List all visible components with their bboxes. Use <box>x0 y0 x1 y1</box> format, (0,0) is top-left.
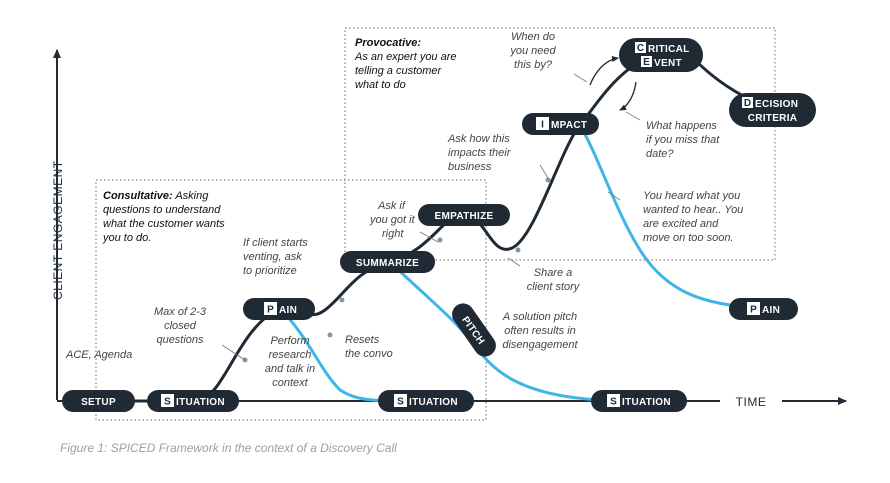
node-criteria-label: CRITERIA <box>748 113 798 124</box>
x-axis-label: TIME <box>736 395 767 409</box>
when-need-line-1: When do <box>511 31 555 43</box>
node-situation-3: S ITUATION <box>591 390 687 412</box>
arrow-from-critical-event <box>619 81 637 111</box>
ace-agenda-note: ACE, Agenda <box>65 349 132 361</box>
too-soon-branch <box>578 124 761 310</box>
node-pain-2-initial: P <box>750 305 757 316</box>
node-critical-event: C RITICAL E VENT <box>619 38 703 72</box>
y-axis-label: CLIENT ENGAGEMENT <box>51 160 65 300</box>
max-questions-line-3: questions <box>156 334 204 346</box>
when-need-line-3: this by? <box>514 59 553 71</box>
node-situation-2: S ITUATION <box>378 390 474 412</box>
consultative-title: Consultative: <box>103 190 173 202</box>
provocative-line-1: As an expert you are <box>354 51 457 63</box>
node-critical-initial: C <box>637 43 644 54</box>
provocative-line-3: what to do <box>355 79 406 91</box>
node-summarize-label: SUMMARIZE <box>356 258 419 269</box>
you-heard-line-2: wanted to hear.. You <box>643 204 743 216</box>
consultative-box <box>95 179 487 421</box>
node-situation-1: S ITUATION <box>147 390 239 412</box>
arrow-to-critical-event <box>589 56 619 86</box>
node-impact: I MPACT <box>522 113 599 135</box>
node-situation-2-rest: ITUATION <box>409 397 458 408</box>
reset-branch <box>278 306 411 403</box>
consultative-line-1: Asking <box>173 190 210 202</box>
max-questions-line-1: Max of 2-3 <box>154 306 207 318</box>
node-situation-1-rest: ITUATION <box>176 397 225 408</box>
provocative-box <box>344 27 776 261</box>
ask-if-right-line-3: right <box>382 228 404 240</box>
node-impact-rest: MPACT <box>551 120 587 131</box>
max-questions-line-2: closed <box>164 320 197 332</box>
node-situation-1-initial: S <box>164 397 171 408</box>
share-story-line-1: Share a <box>534 267 573 279</box>
you-heard-line-3: are excited and <box>643 218 719 230</box>
node-situation-3-initial: S <box>610 397 617 408</box>
perform-research-line-1: Perform <box>270 335 309 347</box>
client-venting-line-3: to prioritize <box>243 265 297 277</box>
node-decision-rest: ECISION <box>755 99 798 110</box>
perform-research-line-4: context <box>272 377 308 389</box>
consultative-line-4: you to do. <box>102 232 151 244</box>
consultative-text: Consultative: Asking <box>103 190 209 202</box>
node-decision-criteria: D ECISION CRITERIA <box>729 93 816 127</box>
node-empathize: EMPATHIZE <box>418 204 510 226</box>
node-impact-initial: I <box>541 120 544 131</box>
perform-research-line-2: research <box>269 349 312 361</box>
what-happens-line-1: What happens <box>646 120 717 132</box>
consultative-line-3: what the customer wants <box>103 218 225 230</box>
resets-line-2: the convo <box>345 348 393 360</box>
ask-if-right-line-2: you got it <box>369 214 416 226</box>
share-story-line-2: client story <box>527 281 581 293</box>
figure-caption: Figure 1: SPICED Framework in the contex… <box>60 441 397 455</box>
resets-line-1: Resets <box>345 334 380 346</box>
ask-if-right-line-1: Ask if <box>377 200 406 212</box>
node-pain-1-initial: P <box>267 305 274 316</box>
node-event-initial: E <box>643 57 650 68</box>
solution-pitch-line-2: often results in <box>504 325 576 337</box>
when-need-line-2: you need <box>509 45 556 57</box>
solution-pitch-line-1: A solution pitch <box>502 311 577 323</box>
consultative-line-2: questions to understand <box>103 204 221 216</box>
node-decision-initial: D <box>744 98 751 109</box>
node-pain-2: P AIN <box>729 298 798 320</box>
node-critical-rest: RITICAL <box>648 44 690 55</box>
node-pain-2-rest: AIN <box>762 305 780 316</box>
what-happens-line-2: if you miss that <box>646 134 720 146</box>
you-heard-line-4: move on too soon. <box>643 232 734 244</box>
client-venting-line-2: venting, ask <box>243 251 302 263</box>
solution-pitch-line-3: disengagement <box>502 339 578 351</box>
client-venting-line-1: If client starts <box>243 237 308 249</box>
node-empathize-label: EMPATHIZE <box>435 211 494 222</box>
provocative-line-2: telling a customer <box>355 65 443 77</box>
ask-impacts-line-3: business <box>448 161 492 173</box>
node-situation-2-initial: S <box>397 397 404 408</box>
perform-research-line-3: and talk in <box>265 363 315 375</box>
ask-impacts-line-2: impacts their <box>448 147 512 159</box>
node-summarize: SUMMARIZE <box>340 251 435 273</box>
node-setup: SETUP <box>62 390 135 412</box>
what-happens-line-3: date? <box>646 148 674 160</box>
you-heard-line-1: You heard what you <box>643 190 740 202</box>
node-situation-3-rest: ITUATION <box>622 397 671 408</box>
ask-impacts-line-1: Ask how this <box>447 133 510 145</box>
node-pitch: PITCH <box>452 303 496 357</box>
provocative-title: Provocative: <box>355 37 421 49</box>
node-pain-1: P AIN <box>243 298 315 320</box>
node-setup-label: SETUP <box>81 397 116 408</box>
node-pain-1-rest: AIN <box>279 305 297 316</box>
node-event-rest: VENT <box>654 58 682 69</box>
